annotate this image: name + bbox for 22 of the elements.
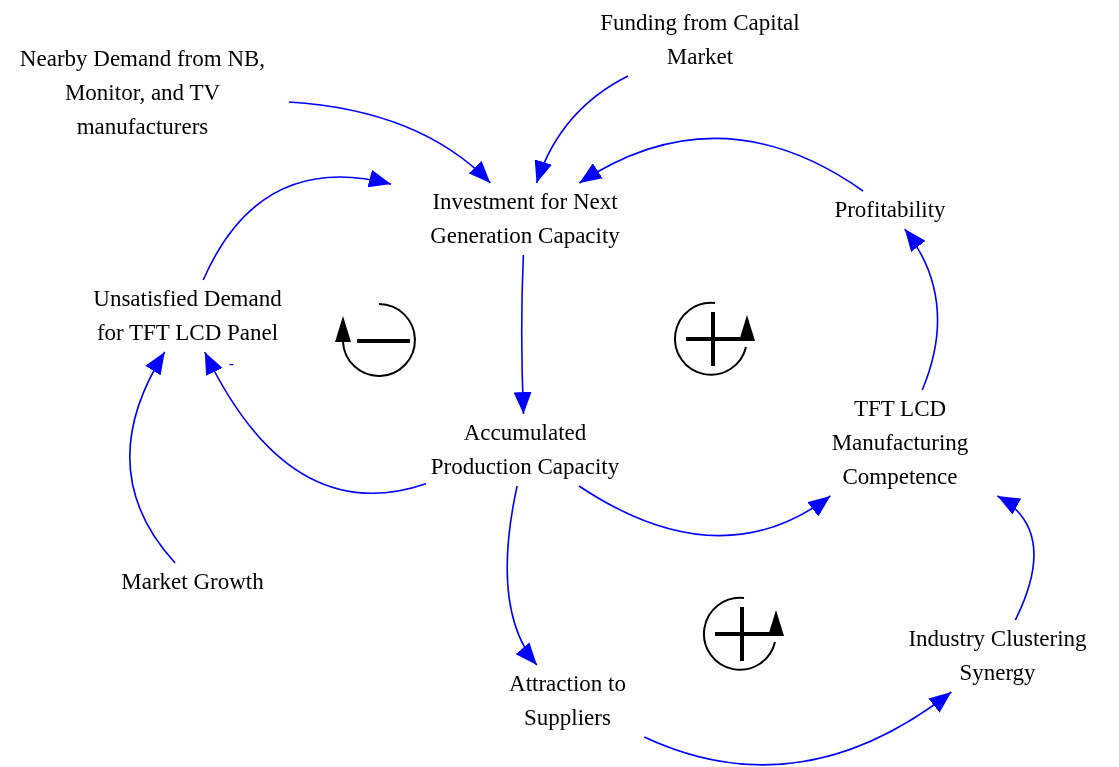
causal-arrow (203, 351, 427, 494)
causal-arrow (535, 75, 629, 184)
causal-arrow (643, 691, 953, 766)
variable-label: Investment for Next Generation Capacity (429, 188, 621, 250)
causal-arrow (578, 137, 864, 192)
causal-arrow (288, 101, 492, 184)
causal-arrow (903, 228, 939, 391)
causal-arrow (506, 485, 538, 666)
causal-arrow (202, 170, 392, 281)
variable-label: Attraction to Suppliers (508, 670, 627, 732)
variable-label: Nearby Demand from NB, Monitor, and TV manufacturers (18, 45, 267, 141)
variable-label: Industry Clustering Synergy (907, 625, 1088, 687)
causal-arrow (513, 254, 532, 415)
variable-label: Accumulated Production Capacity (430, 419, 620, 481)
variable-label: Funding from Capital Market (599, 9, 801, 71)
variable-label: Unsatisfied Demand for TFT LCD Panel (92, 285, 283, 347)
causal-arrow (996, 495, 1035, 621)
variable-label: TFT LCD Manufacturing Competence (830, 395, 970, 491)
variable-label: Profitability (834, 196, 946, 224)
causal-arrow (129, 351, 176, 564)
causal-arrow (578, 485, 832, 537)
variable-label: Market Growth (121, 568, 264, 596)
